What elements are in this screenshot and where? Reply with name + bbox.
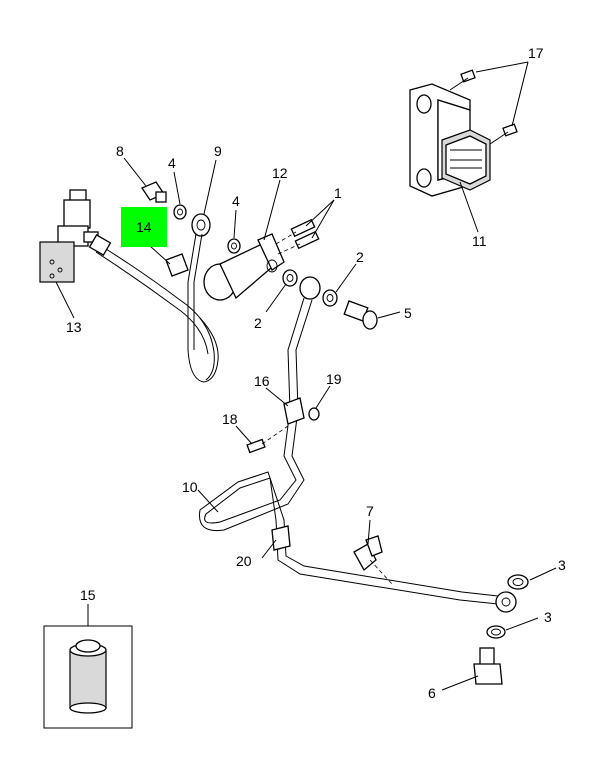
part-4-washer-b[interactable] — [227, 238, 241, 254]
callout-3-bottom[interactable]: 3 — [544, 609, 552, 625]
part-9-banjo-line[interactable] — [187, 213, 219, 383]
callout-16[interactable]: 16 — [254, 373, 270, 389]
part-15-filter-inset[interactable] — [43, 625, 133, 729]
callout-1[interactable]: 1 — [334, 185, 342, 201]
part-7-clip[interactable] — [353, 535, 393, 585]
callout-9[interactable]: 9 — [214, 143, 222, 159]
part-20-clip[interactable] — [271, 525, 291, 551]
part-5-banjo-bolt[interactable] — [343, 300, 378, 330]
part-12-actuator[interactable] — [203, 233, 285, 301]
callout-19[interactable]: 19 — [326, 371, 342, 387]
part-2-washer-b[interactable] — [322, 289, 338, 307]
part-19-nut[interactable] — [308, 407, 320, 421]
callout-5[interactable]: 5 — [404, 305, 412, 321]
part-18-bolt[interactable] — [246, 425, 289, 454]
callout-6[interactable]: 6 — [428, 685, 436, 701]
callout-4-left[interactable]: 4 — [168, 155, 176, 171]
callout-17[interactable]: 17 — [528, 45, 544, 61]
part-8-fitting[interactable] — [141, 181, 167, 203]
part-10-fuel-tube[interactable] — [199, 276, 517, 613]
callout-8[interactable]: 8 — [116, 143, 124, 159]
callout-10[interactable]: 10 — [182, 479, 198, 495]
callout-11[interactable]: 11 — [472, 233, 487, 249]
part-3-washer-b[interactable] — [486, 625, 506, 639]
part-6-fitting[interactable] — [473, 647, 503, 685]
callout-3-top[interactable]: 3 — [558, 557, 566, 573]
callout-12[interactable]: 12 — [272, 165, 288, 181]
part-2-washer-a[interactable] — [282, 269, 298, 287]
part-11-module[interactable] — [409, 83, 491, 197]
part-14-highlight — [121, 207, 167, 247]
part-4-washer-a[interactable] — [173, 204, 187, 220]
callout-4-right[interactable]: 4 — [232, 193, 240, 209]
callout-13[interactable]: 13 — [66, 319, 82, 335]
callout-14[interactable]: 14 — [136, 219, 152, 235]
callout-2-top[interactable]: 2 — [356, 249, 364, 265]
callout-2-bottom[interactable]: 2 — [254, 315, 262, 331]
part-13-sensor[interactable] — [39, 189, 99, 283]
callout-7[interactable]: 7 — [366, 503, 374, 519]
callout-labels: 1 2 2 3 3 4 4 5 6 7 8 9 10 11 12 13 14 1… — [66, 45, 566, 701]
part-3-washer-a[interactable] — [507, 574, 529, 590]
part-16-clip[interactable] — [283, 397, 305, 425]
callout-18[interactable]: 18 — [222, 411, 238, 427]
leader-lines — [55, 61, 557, 691]
callout-15[interactable]: 15 — [80, 587, 96, 603]
part-17-bolts[interactable] — [449, 69, 518, 145]
callout-20[interactable]: 20 — [236, 553, 252, 569]
part-14-hose[interactable] — [88, 234, 215, 381]
